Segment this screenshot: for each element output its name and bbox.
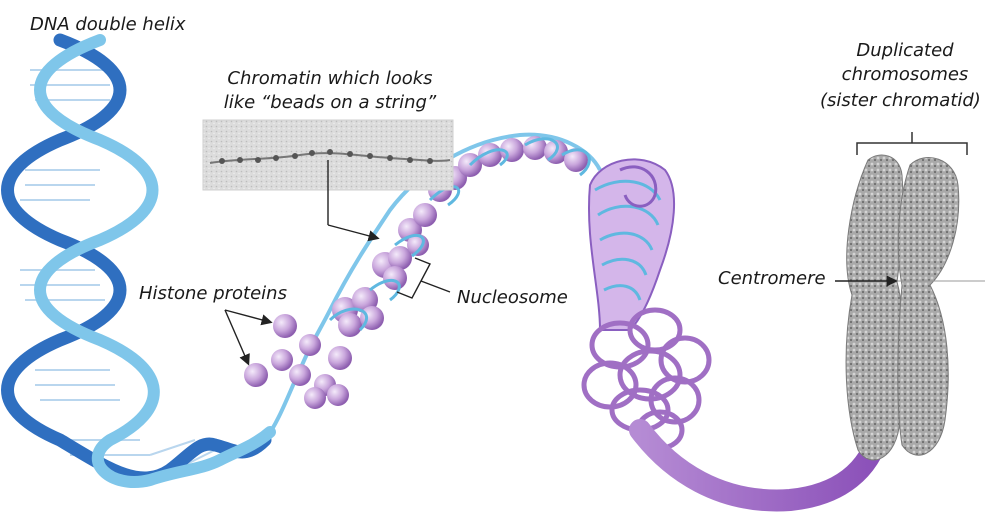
duplicated-label-line1: Duplicated bbox=[856, 40, 954, 61]
sister-chromatid-bracket bbox=[856, 132, 968, 155]
centromere-label: Centromere bbox=[718, 268, 826, 289]
histone-arrow-2 bbox=[224, 309, 250, 366]
chromatin-label-line1: Chromatin which looks bbox=[227, 68, 433, 89]
micrograph-to-nucleosome-arrow bbox=[327, 224, 380, 242]
chromatin-loops bbox=[581, 307, 712, 451]
sister-chromatid-right bbox=[897, 157, 960, 456]
nucleosome-bracket bbox=[396, 257, 451, 299]
dna-strand-light bbox=[34, 34, 276, 488]
nucleosome-coil bbox=[328, 136, 591, 337]
histone-proteins-label: Histone proteins bbox=[139, 283, 287, 304]
nucleosome-label: Nucleosome bbox=[457, 287, 568, 308]
dna-strand-dark bbox=[1, 33, 272, 485]
sister-chromatid-left bbox=[845, 154, 904, 461]
histone-proteins bbox=[244, 314, 352, 409]
annotation-arrows bbox=[224, 160, 898, 366]
dna-base-pairs bbox=[20, 69, 216, 471]
histone-arrow-1 bbox=[224, 309, 273, 326]
chromatin-tail bbox=[629, 419, 891, 512]
dna-double-helix-label: DNA double helix bbox=[30, 14, 186, 35]
chromatin-fiber bbox=[587, 158, 675, 331]
duplicated-label-line2: chromosomes bbox=[841, 64, 969, 85]
chromatin-label-line2: like “beads on a string” bbox=[223, 92, 437, 113]
dna-double-helix bbox=[1, 33, 276, 488]
duplicated-chromosome bbox=[845, 132, 985, 461]
duplicated-label-line3: (sister chromatid) bbox=[820, 90, 981, 111]
